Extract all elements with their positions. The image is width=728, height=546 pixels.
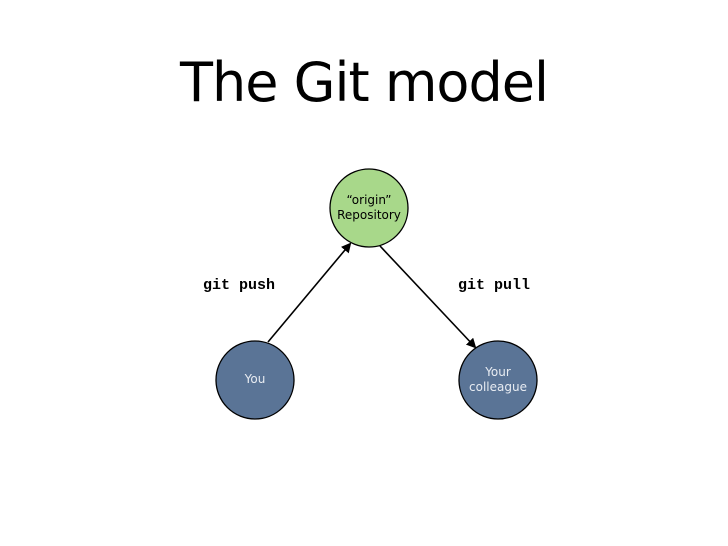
origin-label-line1: “origin”	[346, 193, 392, 207]
you-node	[215, 340, 295, 420]
slide-title: The Git model	[180, 51, 549, 114]
pull-arrow	[379, 245, 477, 349]
colleague-node	[458, 340, 538, 420]
origin-label-line2: Repository	[337, 208, 401, 222]
colleague-label-line2: colleague	[469, 380, 527, 394]
git-pull-label: git pull	[458, 277, 531, 294]
push-arrow	[267, 242, 352, 343]
colleague-label-line1: Your	[485, 365, 511, 379]
origin-repository-node	[329, 168, 409, 248]
you-label-line1: You	[244, 372, 266, 386]
colleague-label: Your colleague	[458, 365, 538, 395]
you-label: You	[215, 372, 295, 387]
git-push-label: git push	[203, 277, 276, 294]
origin-repository-label: “origin” Repository	[329, 193, 409, 223]
